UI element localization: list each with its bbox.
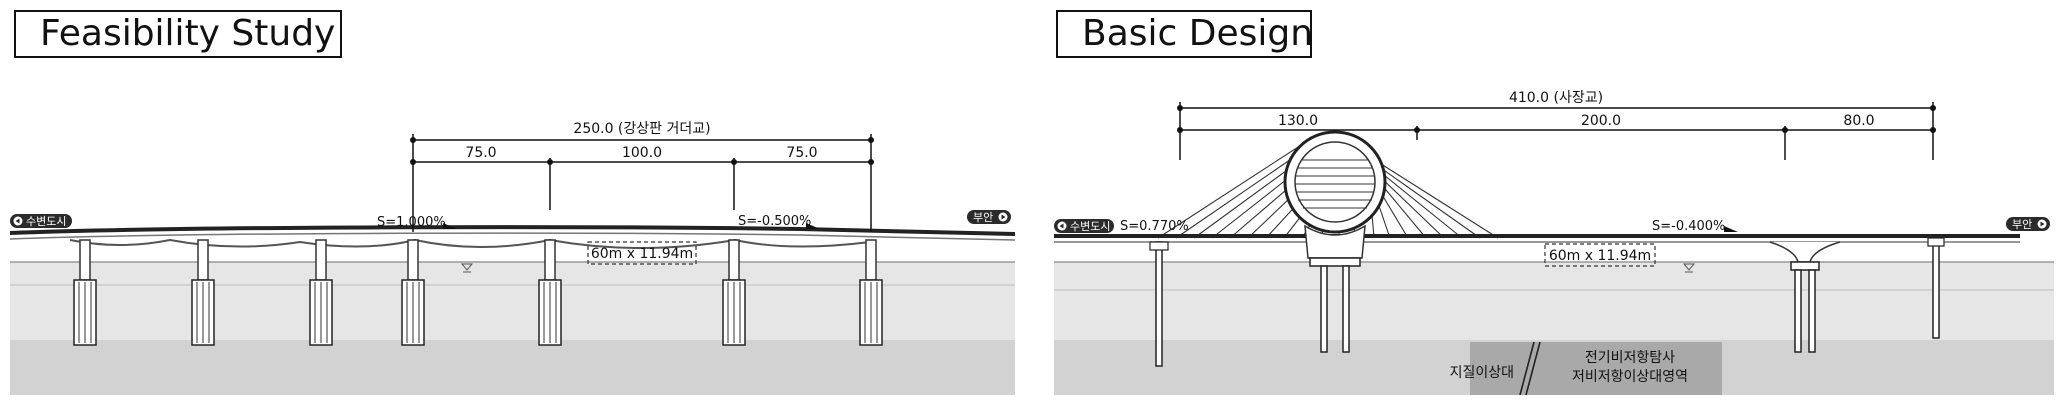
bridge-deck xyxy=(9,225,1016,236)
end-label-left: 수변도시 xyxy=(1070,220,1110,233)
ring-pylon xyxy=(1283,130,1387,353)
span-label: 200.0 xyxy=(1581,113,1621,129)
pier xyxy=(1794,269,1802,353)
end-badge-right xyxy=(2006,217,2050,231)
low-resistivity-zone xyxy=(1470,342,1722,395)
pier xyxy=(728,239,740,281)
total-span-label: 410.0 (사장교) xyxy=(1509,90,1603,106)
basic-design-panel: Basic Design 지질이상대 전기비저항탐사 저비저항이상대영역 xyxy=(1040,0,2061,401)
dimension-lines xyxy=(1179,102,1934,160)
basic-design-elevation-drawing: 지질이상대 전기비저항탐사 저비저항이상대영역 xyxy=(1054,90,2054,396)
navigation-clearance-box xyxy=(1544,243,1656,267)
pier xyxy=(407,239,419,281)
zone-label-line2: 저비저항이상대영역 xyxy=(1572,369,1688,385)
slope-arrow-icon xyxy=(443,223,457,229)
span-label: 100.0 xyxy=(622,145,662,161)
end-label-right: 부안 xyxy=(2012,218,2032,231)
end-badge-left xyxy=(1054,219,1114,233)
clearance-label: 60m x 11.94m xyxy=(591,246,693,262)
span-label: 75.0 xyxy=(465,145,496,161)
panel-title-feasibility: Feasibility Study xyxy=(14,10,342,58)
span-label: 130.0 xyxy=(1278,113,1318,129)
end-label-left: 수변도시 xyxy=(26,215,66,228)
total-span-label: 250.0 (강상판 거더교) xyxy=(573,121,710,137)
end-label-right: 부안 xyxy=(973,211,993,224)
water-level-icon xyxy=(1682,263,1696,271)
slope-label-left: S=0.770% xyxy=(1120,219,1189,234)
end-badge-left xyxy=(10,214,72,228)
pier xyxy=(79,239,91,281)
feasibility-study-panel: Feasibility Study xyxy=(0,0,1030,401)
pier xyxy=(1155,241,1163,367)
slope-arrow-icon xyxy=(806,223,820,229)
pier xyxy=(197,239,209,281)
pier xyxy=(544,239,556,281)
slope-label-left: S=1.000% xyxy=(377,215,446,230)
end-badge-right xyxy=(967,210,1011,224)
slope-arrow-icon xyxy=(1724,226,1738,232)
slope-label-right: S=-0.500% xyxy=(738,214,811,229)
water-level-icon xyxy=(460,263,474,271)
fault-zone-label: 지질이상대 xyxy=(1450,365,1514,381)
navigation-clearance-box xyxy=(587,241,697,265)
span-label: 75.0 xyxy=(786,145,817,161)
zone-label-line1: 전기비저항탐사 xyxy=(1585,350,1675,366)
pier xyxy=(1808,269,1816,353)
dimension-lines xyxy=(412,134,872,232)
feasibility-elevation-drawing: 250.0 (강상판 거더교) 75.0 100.0 75.0 S=1.000%… xyxy=(9,121,1016,395)
pier-group xyxy=(73,239,883,346)
slope-label-right: S=-0.400% xyxy=(1652,219,1725,234)
pier-cap xyxy=(1769,241,1841,263)
pier xyxy=(865,239,877,281)
soil-band xyxy=(10,340,1015,395)
pier xyxy=(1932,237,1940,339)
span-label: 80.0 xyxy=(1843,113,1874,129)
clearance-label: 60m x 11.94m xyxy=(1549,248,1651,264)
pier xyxy=(315,239,327,281)
panel-title-basic-design: Basic Design xyxy=(1056,10,1313,58)
